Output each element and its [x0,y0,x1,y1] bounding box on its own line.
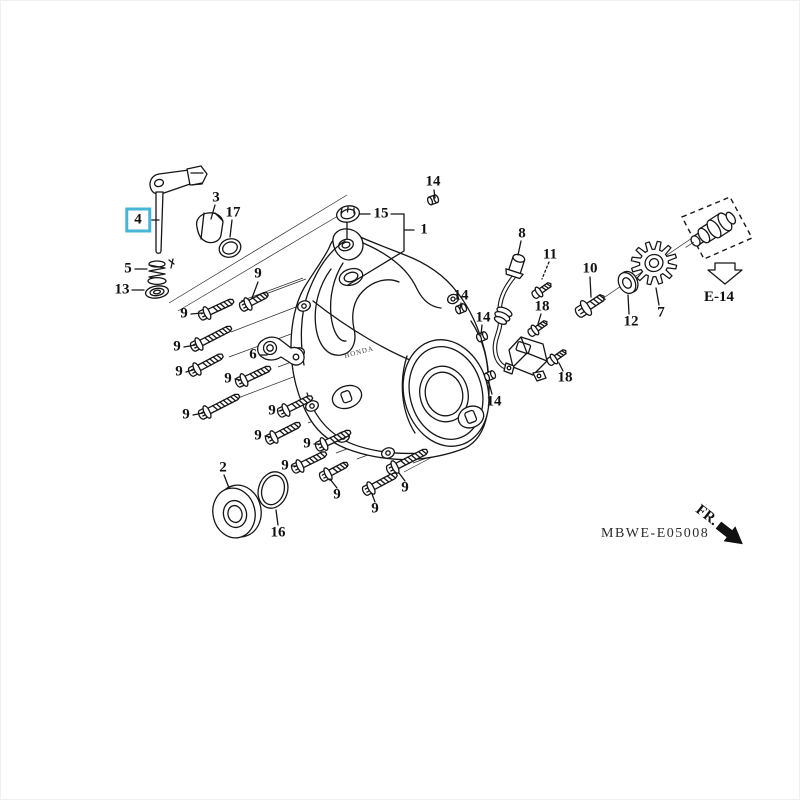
e14-down-arrow-icon [707,262,743,285]
part-label-9[interactable]: 9 [333,486,341,503]
part-label-6[interactable]: 6 [249,346,257,363]
part-label-9[interactable]: 9 [371,500,379,517]
part-label-18[interactable]: 18 [557,369,573,386]
dipstick-drawing [144,165,208,299]
part-label-14[interactable]: 14 [486,393,502,410]
e14-reference-label[interactable]: E-14 [704,289,735,305]
part-label-9[interactable]: 9 [401,479,409,496]
part-label-9[interactable]: 9 [173,338,181,355]
part-label-9[interactable]: 9 [268,402,276,419]
part-label-16[interactable]: 16 [270,524,286,541]
part-label-1[interactable]: 1 [420,221,428,238]
cover-cap-drawing [212,484,262,539]
washer-icon [617,270,639,295]
part-label-13[interactable]: 13 [114,281,130,298]
label-leaders [131,189,660,526]
part-label-2[interactable]: 2 [219,459,227,476]
bracket-6-drawing [256,336,305,366]
part-label-9[interactable]: 9 [180,305,188,322]
part-label-15[interactable]: 15 [373,205,389,222]
part-label-14[interactable]: 14 [425,173,441,190]
part-label-9[interactable]: 9 [303,435,311,452]
part-label-14[interactable]: 14 [475,309,491,326]
filler-cap-drawing [195,212,242,258]
e14-reference-box [681,196,753,285]
oring-16-drawing [257,471,289,509]
part-label-9[interactable]: 9 [182,406,190,423]
sensor-cable-drawing [492,253,548,382]
part-label-9[interactable]: 9 [281,457,289,474]
clutch-cover-drawing: HONDA [290,228,490,461]
part-label-17[interactable]: 17 [225,204,241,221]
diagram-code: MBWE-E05008 [601,526,709,541]
bolt-icons [185,278,606,499]
part-label-8[interactable]: 8 [518,225,526,242]
part-label-12[interactable]: 12 [623,313,639,330]
part-label-4[interactable]: 4 [125,207,151,233]
part-label-9[interactable]: 9 [254,427,262,444]
part-label-9[interactable]: 9 [254,265,262,282]
part-label-7[interactable]: 7 [657,304,665,321]
assembly-bracket [346,213,415,286]
part-label-9[interactable]: 9 [224,370,232,387]
part-label-9[interactable]: 9 [175,363,183,380]
part-label-18[interactable]: 18 [534,298,550,315]
part-label-14[interactable]: 14 [453,287,469,304]
part-label-5[interactable]: 5 [124,260,132,277]
grommet-drawing [335,205,361,223]
fr-arrow-icon [715,521,743,545]
part-label-11[interactable]: 11 [542,246,558,263]
part-label-3[interactable]: 3 [212,189,220,206]
part-label-10[interactable]: 10 [582,260,598,277]
gear-icon [630,240,678,286]
